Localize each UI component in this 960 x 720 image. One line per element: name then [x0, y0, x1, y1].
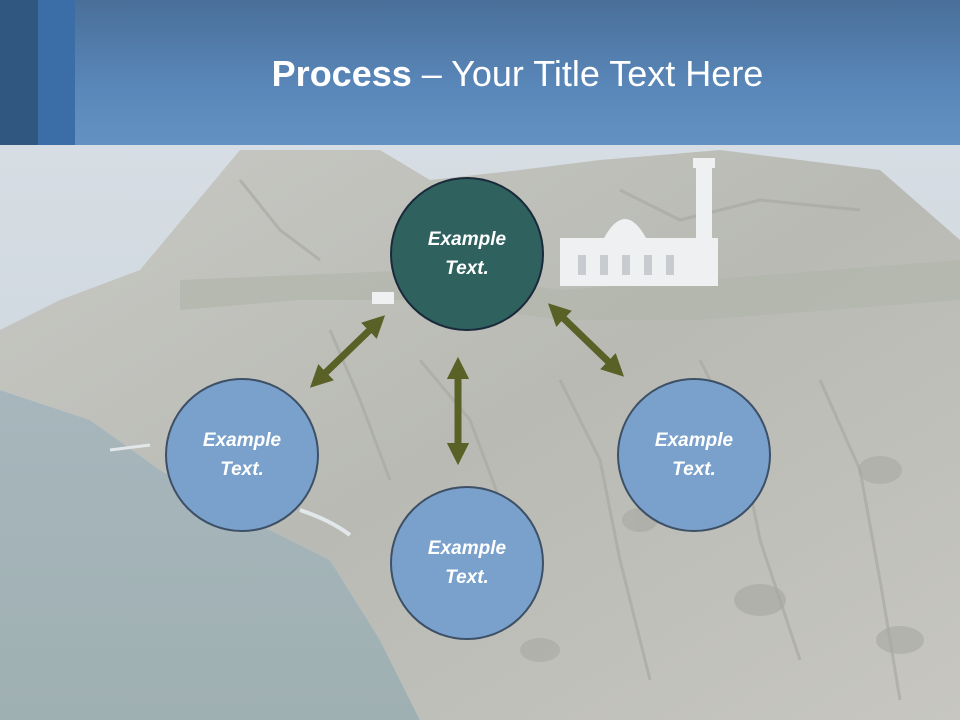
- node-label: Example Text.: [654, 430, 734, 480]
- process-node-right[interactable]: Example Text.: [617, 378, 771, 532]
- title-rest: – Your Title Text Here: [411, 53, 764, 94]
- node-label: Example Text.: [202, 430, 282, 480]
- node-label: Example Text.: [427, 538, 507, 588]
- process-node-top[interactable]: Example Text.: [390, 177, 544, 331]
- header-accent-stripe: [38, 0, 75, 145]
- process-node-left[interactable]: Example Text.: [165, 378, 319, 532]
- title-bold: Process: [271, 53, 412, 94]
- node-label: Example Text.: [427, 229, 507, 279]
- title-bar: Process – Your Title Text Here: [0, 0, 960, 145]
- slide-title[interactable]: Process – Your Title Text Here: [75, 52, 960, 96]
- header-accent-stripe: [0, 0, 38, 145]
- process-node-bottom[interactable]: Example Text.: [390, 486, 544, 640]
